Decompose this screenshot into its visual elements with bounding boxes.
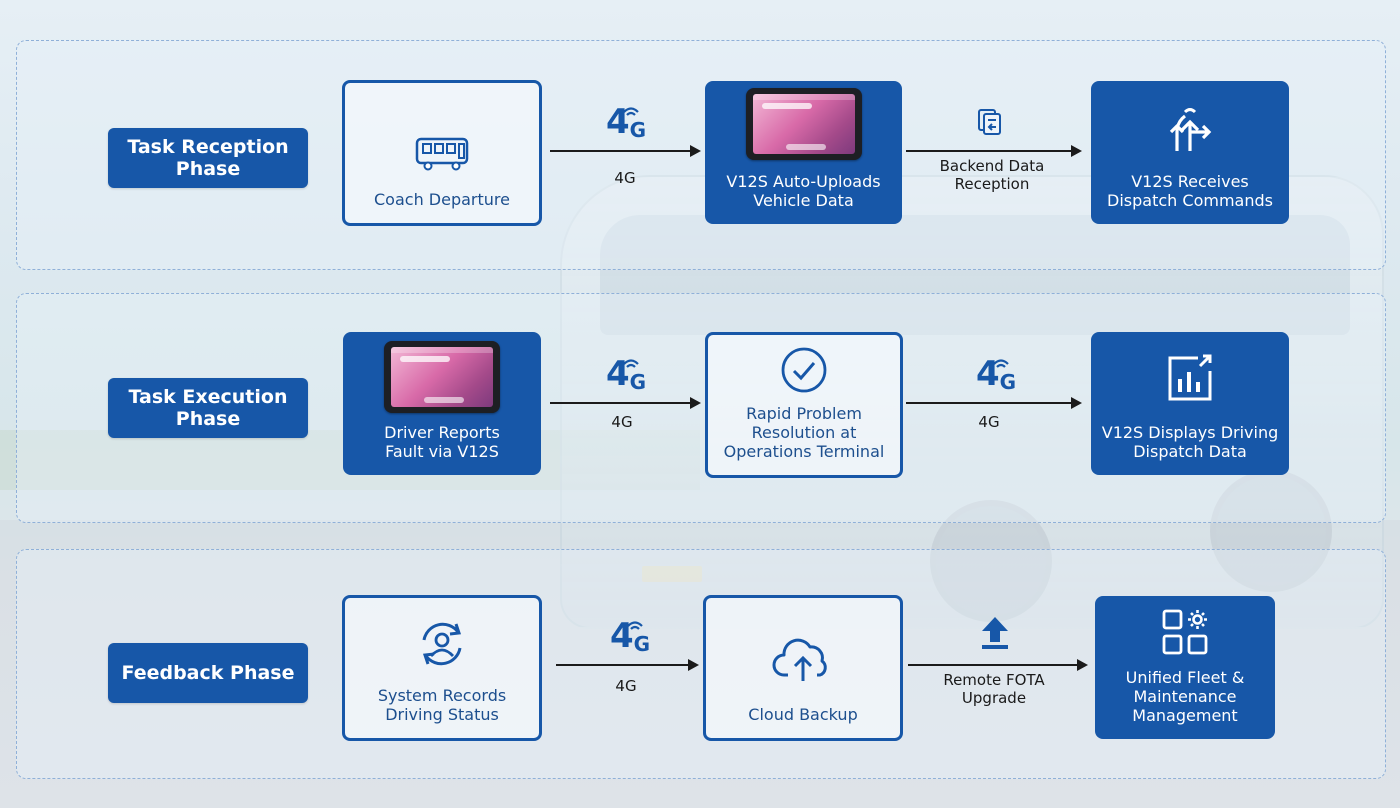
- user-sync-icon: [414, 616, 470, 672]
- background-bus-window: [600, 215, 1350, 335]
- apps-gear-icon: [1161, 608, 1209, 656]
- node-label: Driver Reports Fault via V12S: [384, 423, 500, 461]
- arrow-head: [1071, 397, 1082, 409]
- background-bus-wheel: [1210, 470, 1332, 592]
- connector-label: 4G: [615, 677, 637, 695]
- node-label: V12S Receives Dispatch Commands: [1107, 172, 1273, 210]
- upload-arrow-icon: [978, 613, 1012, 653]
- node-cloud-backup: Cloud Backup: [703, 595, 903, 741]
- node-label: Unified Fleet & Maintenance Management: [1125, 668, 1245, 725]
- background-bus-wheel: [930, 500, 1052, 622]
- connector-label: 4G: [614, 169, 636, 187]
- phase-label-task-reception: Task Reception Phase: [108, 128, 308, 188]
- arrow-head: [1071, 145, 1082, 157]
- node-rapid-problem-resolution: Rapid Problem Resolution at Operations T…: [705, 332, 903, 478]
- arrow-head: [688, 659, 699, 671]
- bar-chart-icon: [1164, 353, 1216, 405]
- route-arrows-icon: [1163, 102, 1217, 156]
- node-label: V12S Displays Driving Dispatch Data: [1101, 423, 1279, 461]
- node-label: V12S Auto-Uploads Vehicle Data: [726, 172, 881, 210]
- node-displays-dispatch-data: V12S Displays Driving Dispatch Data: [1091, 332, 1289, 475]
- arrow-line: [908, 664, 1078, 666]
- connector-label: Backend Data Reception: [939, 157, 1045, 193]
- connector-label: 4G: [978, 413, 1000, 431]
- cloud-upload-icon: [772, 635, 834, 685]
- node-system-records: System Records Driving Status: [342, 595, 542, 741]
- node-coach-departure: Coach Departure: [342, 80, 542, 226]
- document-transfer-icon: [972, 104, 1008, 140]
- phase-label-feedback: Feedback Phase: [108, 643, 308, 703]
- node-unified-fleet-management: Unified Fleet & Maintenance Management: [1095, 596, 1275, 739]
- arrow-line: [906, 402, 1072, 404]
- arrow-line: [906, 150, 1072, 152]
- arrow-line: [550, 402, 692, 404]
- arrow-head: [690, 145, 701, 157]
- connector-label: Remote FOTA Upgrade: [943, 671, 1045, 707]
- connector-label: 4G: [611, 413, 633, 431]
- node-auto-uploads: V12S Auto-Uploads Vehicle Data: [705, 81, 902, 224]
- tablet-image: [384, 341, 500, 413]
- node-label: System Records Driving Status: [377, 686, 507, 724]
- node-label: Coach Departure: [374, 190, 510, 209]
- tablet-image: [745, 88, 862, 160]
- phase-label-task-execution: Task Execution Phase: [108, 378, 308, 438]
- arrow-head: [690, 397, 701, 409]
- background-license-plate: [642, 566, 702, 582]
- check-circle-icon: [780, 346, 828, 394]
- arrow-line: [556, 664, 690, 666]
- arrow-line: [550, 150, 692, 152]
- bus-icon: [414, 136, 470, 172]
- node-label: Rapid Problem Resolution at Operations T…: [723, 404, 885, 461]
- node-label: Cloud Backup: [748, 705, 858, 724]
- node-receives-dispatch: V12S Receives Dispatch Commands: [1091, 81, 1289, 224]
- node-driver-reports-fault: Driver Reports Fault via V12S: [343, 332, 541, 475]
- arrow-head: [1077, 659, 1088, 671]
